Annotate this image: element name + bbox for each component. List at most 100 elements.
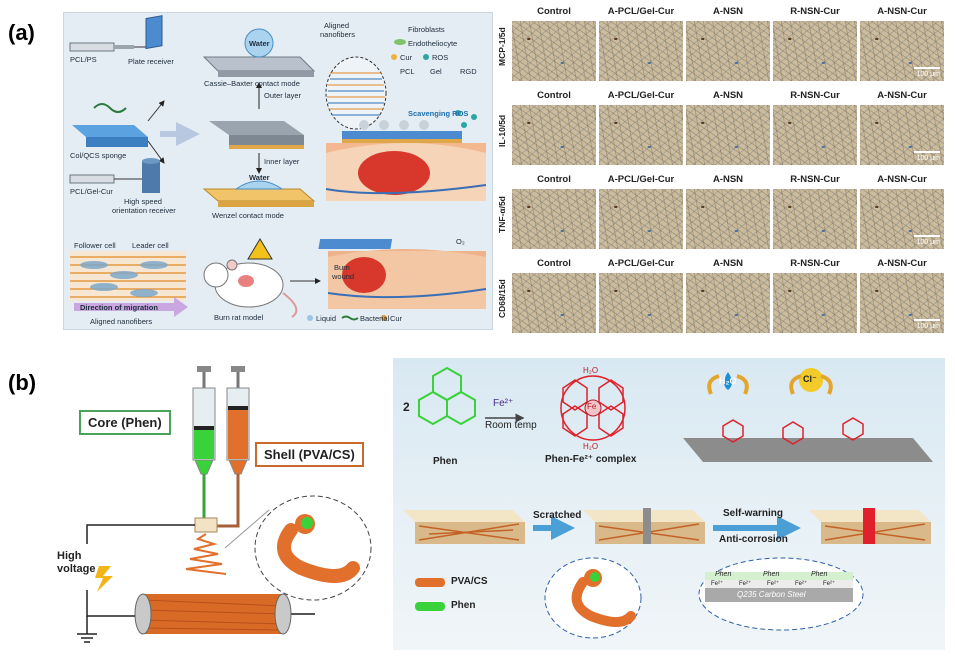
core-syringe-icon: [192, 366, 216, 518]
column-title: R-NSN-Cur: [790, 6, 840, 17]
room-temp-label: Room temp: [485, 420, 537, 431]
droplet-h2o-label: H₂O: [719, 376, 737, 386]
legend-cur-bottom: Cur: [390, 314, 403, 323]
steel-plate-top: [683, 438, 933, 462]
panel-label-a: (a): [8, 20, 35, 45]
legend-ros: ROS: [432, 53, 449, 62]
column-title: Control: [537, 6, 571, 17]
column-title: A-PCL/Gel-Cur: [607, 90, 675, 101]
fe-ion-1: Fe²⁺: [711, 581, 724, 587]
phen-name-label: Phen: [433, 456, 458, 467]
ihc-micrograph: [511, 20, 597, 82]
phen-tag-2: Phen: [763, 571, 780, 578]
label-follower-cell: Follower cell: [74, 241, 116, 250]
col-qcs-sponge: [72, 103, 148, 147]
ihc-row-tnfa: TNF-α/5d Control A-PCL/Gel-Cur A-NSN R-N…: [495, 174, 947, 252]
label-aligned: Aligned: [324, 21, 350, 30]
scale-bar: [914, 235, 940, 237]
scale-label: 100 μm: [916, 323, 941, 330]
droplet-cl-label: Cl⁻: [803, 374, 817, 384]
adsorbed-phen-icons: [722, 417, 864, 445]
ihc-micrograph: [598, 272, 684, 334]
column-title: A-NSN-Cur: [877, 90, 927, 101]
scale-bar: [914, 151, 940, 153]
label-wound: wound: [332, 272, 355, 281]
label-plate-receiver: Plate receiver: [128, 57, 174, 66]
column-title: Control: [537, 174, 571, 185]
anticorrosion-drawing: [403, 366, 933, 639]
self-warning-label: Self-warning: [723, 508, 784, 519]
repel-arrow-right-2-icon: [820, 374, 833, 395]
repel-arrow-right-icon: [736, 374, 749, 395]
zoom-connector: [224, 509, 270, 549]
fe-ion-5: Fe²⁺: [823, 581, 836, 587]
burn-wound-illustration: [318, 239, 487, 309]
ihc-micrograph: 100 μm: [859, 20, 945, 82]
core-label: Core (Phen): [79, 410, 171, 435]
ihc-micrograph: [685, 104, 771, 166]
ihc-micrograph: [772, 272, 858, 334]
label-direction-migration: Direction of migration: [80, 303, 158, 312]
coating-scratched: [583, 508, 705, 544]
label-burn: Burn: [334, 263, 350, 272]
column-title: Control: [537, 258, 571, 269]
high-voltage-line1: High: [57, 550, 82, 562]
anticorrosion-schematic: 2 Fe²⁺ Room temp Phen Phen-Fe²⁺ complex …: [393, 358, 945, 650]
ihc-micrograph: 100 μm: [859, 188, 945, 250]
column-title: A-NSN: [712, 258, 744, 269]
repel-arrow-left-icon: [707, 374, 720, 395]
core-shell-fiber-icon: [277, 514, 360, 583]
column-title: R-NSN-Cur: [790, 258, 840, 269]
legend-gel: Gel: [430, 67, 442, 76]
column-title: A-NSN-Cur: [877, 6, 927, 17]
legend-bacterial: Bacterial: [360, 314, 390, 323]
label-pcl-gel-cur: PCL/Gel-Cur: [70, 187, 113, 196]
plate-receiver-icon: [145, 15, 163, 50]
complex-h2o-top: H₂O: [583, 366, 599, 375]
ihc-micrograph: [598, 188, 684, 250]
ihc-micrograph: [685, 20, 771, 82]
legend-pvacs-label: PVA/CS: [451, 576, 488, 587]
ihc-micrograph: [772, 188, 858, 250]
steel-substrate: [705, 588, 853, 602]
scale-label: 100 μm: [916, 71, 941, 78]
ihc-micrograph: [772, 20, 858, 82]
ihc-micrograph: [511, 104, 597, 166]
complex-name-label: Phen-Fe²⁺ complex: [545, 454, 637, 465]
ihc-micrograph: [511, 188, 597, 250]
column-title: A-PCL/Gel-Cur: [607, 6, 675, 17]
cell-migration-illustration: [70, 251, 188, 317]
fe-layer: [705, 580, 853, 588]
fe-ion-4: Fe²⁺: [795, 581, 808, 587]
shell-label: Shell (PVA/CS): [255, 442, 364, 467]
electrospinning-drawing: [77, 366, 372, 643]
panel-label-b: (b): [8, 370, 37, 395]
high-voltage-line2: voltage: [57, 563, 96, 575]
label-outer-layer: Outer layer: [264, 91, 302, 100]
legend-pcl: PCL: [400, 67, 415, 76]
ihc-micrograph: [685, 272, 771, 334]
ihc-micrograph: [511, 272, 597, 334]
phen-layer: [705, 572, 853, 580]
ihc-micrograph: [598, 104, 684, 166]
fe-ion-2: Fe²⁺: [739, 581, 752, 587]
legend-pvacs-swatch: [415, 578, 445, 587]
ihc-micrograph: [685, 188, 771, 250]
complex-h2o-bottom: H₂O: [583, 442, 599, 451]
rat-icon: [203, 238, 298, 318]
repel-arrow-left-2-icon: [789, 374, 802, 395]
coating-intact: [403, 510, 525, 544]
wound-tissue-illustration: [325, 110, 487, 201]
ihc-micrograph: [772, 104, 858, 166]
water-drop-icon: [724, 372, 732, 390]
rotating-collector-icon: [134, 593, 315, 635]
legend-endotheliocyte: Endotheliocyte: [408, 39, 458, 48]
label-water-top: Water: [249, 39, 270, 48]
label-burn-rat-model: Burn rat model: [214, 313, 264, 322]
chloride-ion-icon: [799, 368, 823, 392]
lightning-bolt-icon: [95, 566, 113, 592]
label-o2: O₂: [456, 237, 465, 246]
label-col-qcs: Col/QCS sponge: [70, 151, 127, 160]
phen-tag-1: Phen: [715, 571, 732, 578]
row-marker: MCP-1/5d: [497, 27, 507, 67]
